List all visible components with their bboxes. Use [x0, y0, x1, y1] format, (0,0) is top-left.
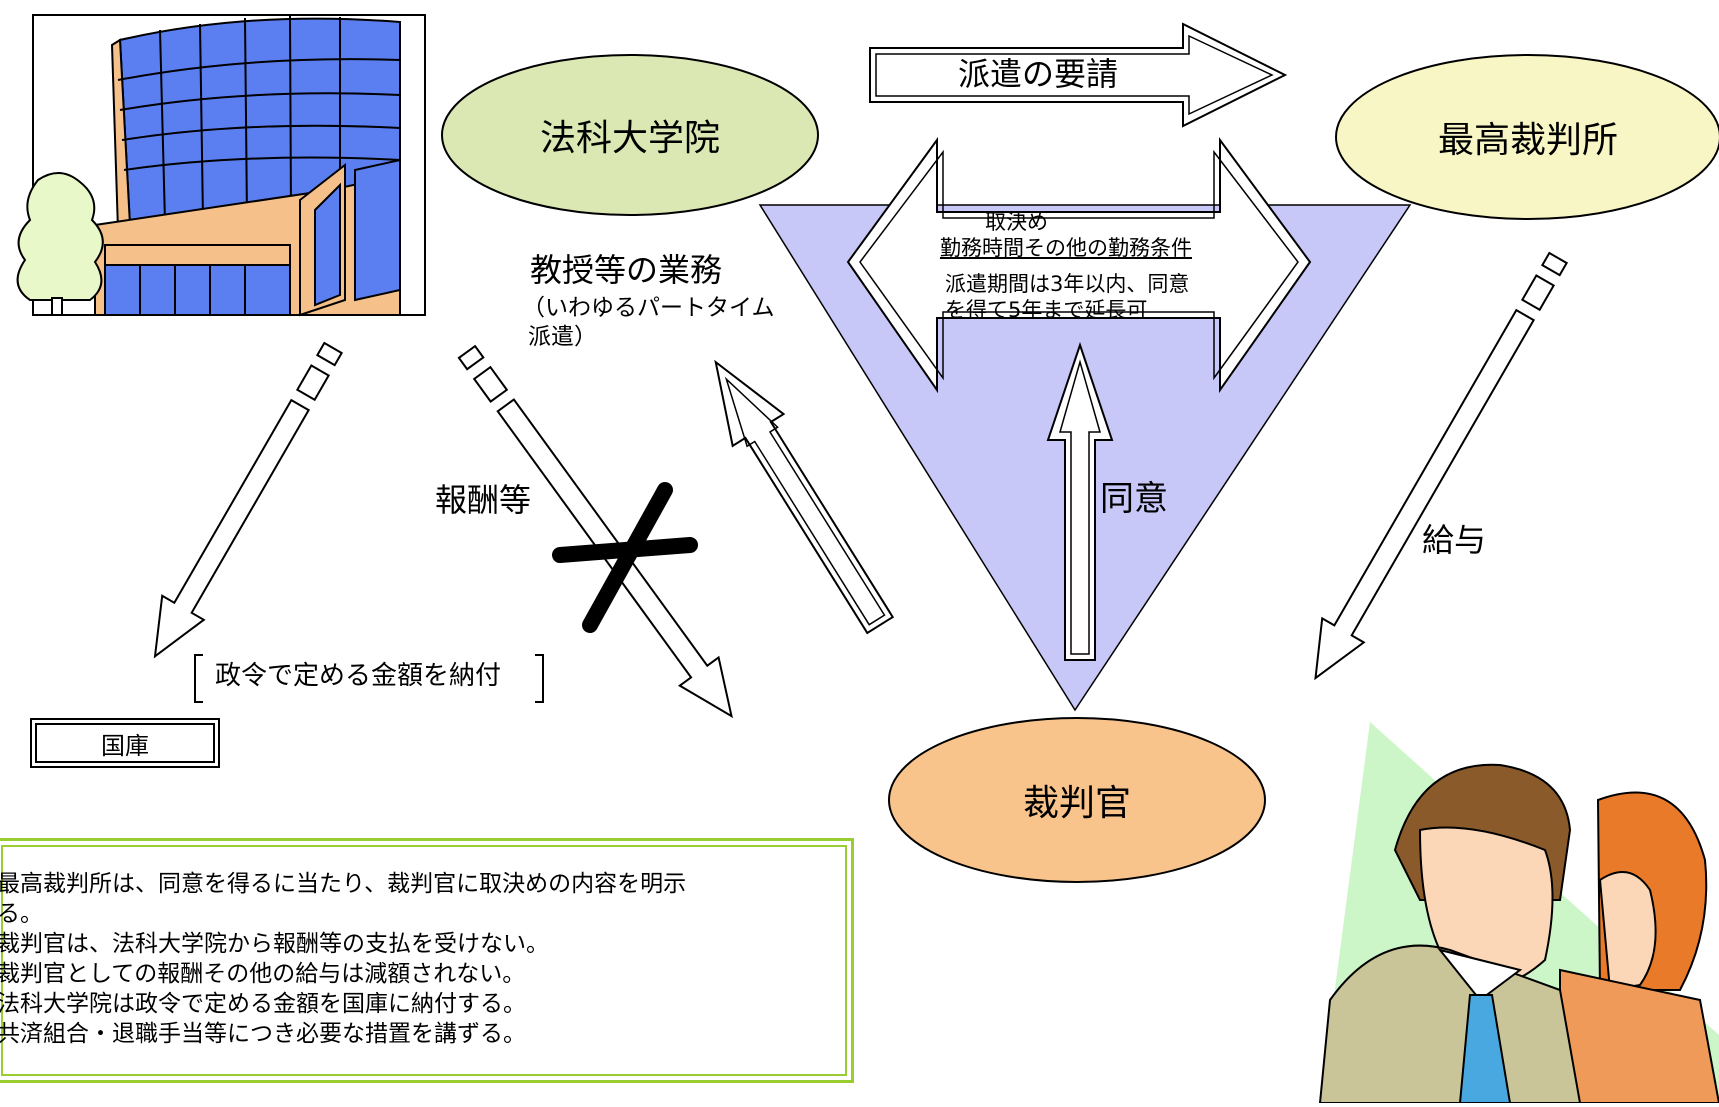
dispatch-request-arrow — [869, 22, 1288, 128]
part-time-label-line1: （いわゆるパートタイム — [522, 295, 775, 321]
agreement-heading: 取決め — [985, 210, 1048, 234]
salary-label: 給与 — [1422, 521, 1487, 559]
national-treasury-box: 国庫 — [30, 718, 220, 768]
consent-label: 同意 — [1100, 479, 1168, 519]
salary-arrow — [1314, 251, 1569, 681]
remuneration-label: 報酬等 — [435, 481, 532, 519]
cross-mark — [552, 482, 698, 633]
professor-duties-arrow — [714, 359, 895, 635]
agreement-period-line1: 派遣期間は3年以内、同意 — [945, 272, 1190, 296]
note-line: る。 — [0, 901, 43, 927]
payment-brackets — [194, 654, 544, 703]
note-line: 裁判官は、法科大学院から報酬等の支払を受けない。 — [0, 931, 549, 957]
law-school-label: 法科大学院 — [539, 118, 720, 159]
professor-duties-label: 教授等の業務 — [530, 251, 723, 289]
consent-arrow — [1046, 341, 1114, 661]
building-illustration — [16, 14, 426, 317]
supreme-court-label: 最高裁判所 — [1437, 120, 1618, 161]
people-illustration — [1318, 722, 1719, 1104]
judge-oval — [888, 717, 1266, 883]
judge-label: 裁判官 — [1022, 783, 1131, 824]
note-line: 共済組合・退職手当等につき必要な措置を講ずる。 — [0, 1021, 526, 1047]
law-school-oval — [441, 54, 819, 216]
note-line: 法科大学院は政令で定める金額を国庫に納付する。 — [0, 991, 526, 1017]
part-time-label-line2: 派遣） — [528, 324, 597, 350]
payment-label: 政令で定める金額を納付 — [215, 661, 502, 691]
notes-box: 最高裁判所は、同意を得るに当たり、裁判官に取決めの内容を明示 る。 裁判官は、法… — [0, 838, 854, 1083]
agreement-period-line2: を得て5年まで延長可 — [945, 298, 1148, 322]
agreement-double-arrow — [846, 136, 1312, 394]
agreement-conditions: 勤務時間その他の勤務条件 — [940, 236, 1192, 260]
supreme-court-oval — [1335, 54, 1719, 220]
note-line: 裁判官としての報酬その他の給与は減額されない。 — [0, 961, 526, 987]
note-line: 最高裁判所は、同意を得るに当たり、裁判官に取決めの内容を明示 — [0, 871, 687, 897]
national-treasury-label: 国庫 — [101, 731, 149, 760]
dispatch-request-label: 派遣の要請 — [958, 55, 1119, 93]
payment-arrow — [153, 341, 344, 659]
